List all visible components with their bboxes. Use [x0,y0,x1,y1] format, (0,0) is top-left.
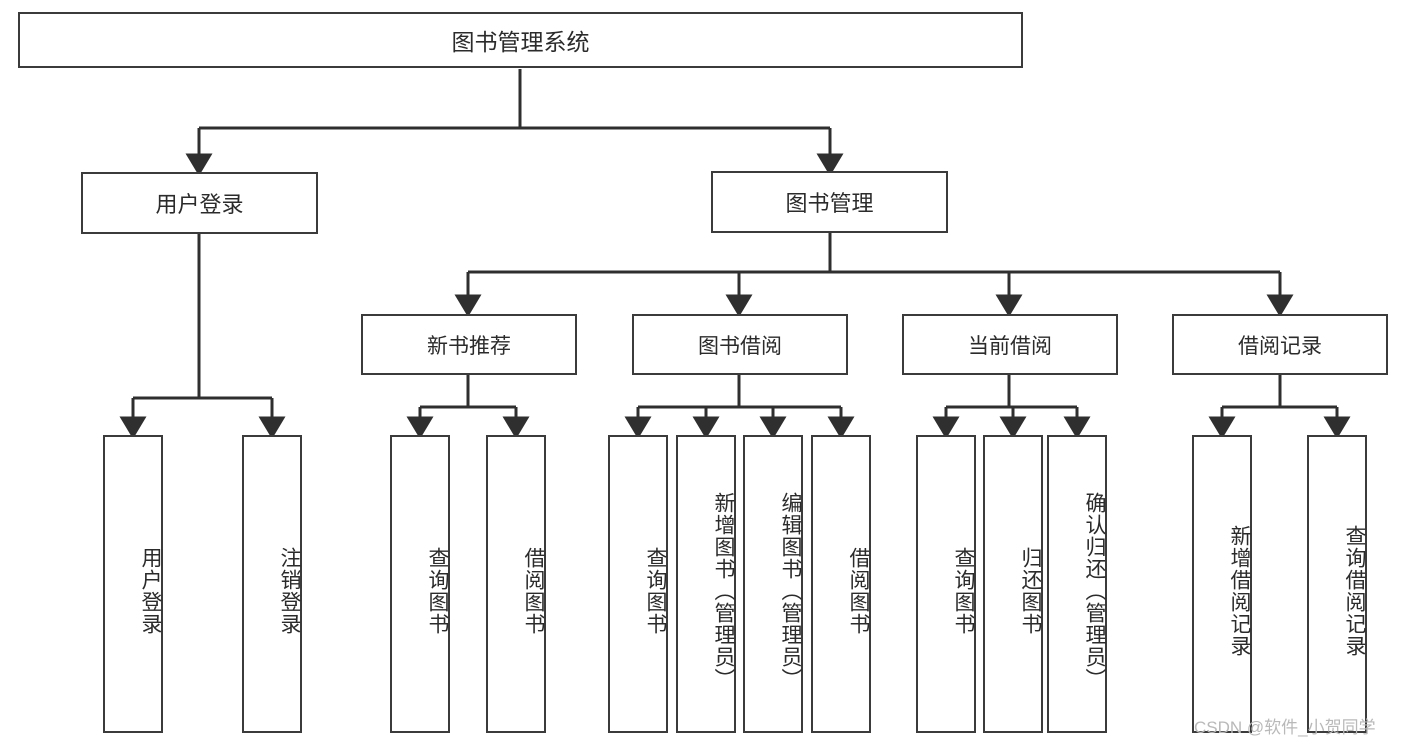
node-label: 借阅图书 [522,547,545,635]
node-borrow-record[interactable]: 借阅记录 [1172,314,1388,375]
leaf-current-return-book[interactable]: 归还图书 [983,435,1043,733]
leaf-user-login-logout[interactable]: 注销登录 [242,435,302,733]
node-label: 查询借阅记录 [1343,525,1366,657]
node-label: 新增图书（管理员） [712,492,735,690]
leaf-current-query-book[interactable]: 查询图书 [916,435,976,733]
node-root-system[interactable]: 图书管理系统 [18,12,1023,68]
node-label: 图书借阅 [698,334,782,358]
node-label: 归还图书 [1019,547,1042,635]
node-label: 新增借阅记录 [1228,525,1251,657]
leaf-record-add[interactable]: 新增借阅记录 [1192,435,1252,733]
node-label: 用户登录 [139,547,162,635]
node-label: 新书推荐 [427,334,511,358]
node-label: 借阅图书 [847,547,870,635]
leaf-user-login-login[interactable]: 用户登录 [103,435,163,733]
node-label: 查询图书 [426,547,449,635]
node-label: 图书管理系统 [451,29,590,55]
node-book-borrow[interactable]: 图书借阅 [632,314,848,375]
node-book-management[interactable]: 图书管理 [711,171,948,233]
leaf-new-book-borrow[interactable]: 借阅图书 [486,435,546,733]
node-label: 用户登录 [155,192,244,217]
node-label: 查询图书 [644,547,667,635]
node-label: 图书管理 [785,191,874,216]
node-new-book-recommend[interactable]: 新书推荐 [361,314,577,375]
leaf-record-query[interactable]: 查询借阅记录 [1307,435,1367,733]
leaf-borrow-edit-book-admin[interactable]: 编辑图书（管理员） [743,435,803,733]
csdn-watermark: CSDN @软件_小贺同学 [1194,718,1376,737]
node-label: 当前借阅 [968,334,1052,358]
node-label: 注销登录 [278,547,301,635]
node-label: 确认归还（管理员） [1083,492,1106,690]
leaf-borrow-add-book-admin[interactable]: 新增图书（管理员） [676,435,736,733]
leaf-borrow-borrow-book[interactable]: 借阅图书 [811,435,871,733]
leaf-new-book-query[interactable]: 查询图书 [390,435,450,733]
node-user-login[interactable]: 用户登录 [81,172,318,234]
leaf-borrow-query-book[interactable]: 查询图书 [608,435,668,733]
node-label: 查询图书 [952,547,975,635]
node-label: 编辑图书（管理员） [779,492,802,690]
node-current-borrow[interactable]: 当前借阅 [902,314,1118,375]
leaf-current-confirm-return-admin[interactable]: 确认归还（管理员） [1047,435,1107,733]
node-label: 借阅记录 [1238,334,1322,358]
